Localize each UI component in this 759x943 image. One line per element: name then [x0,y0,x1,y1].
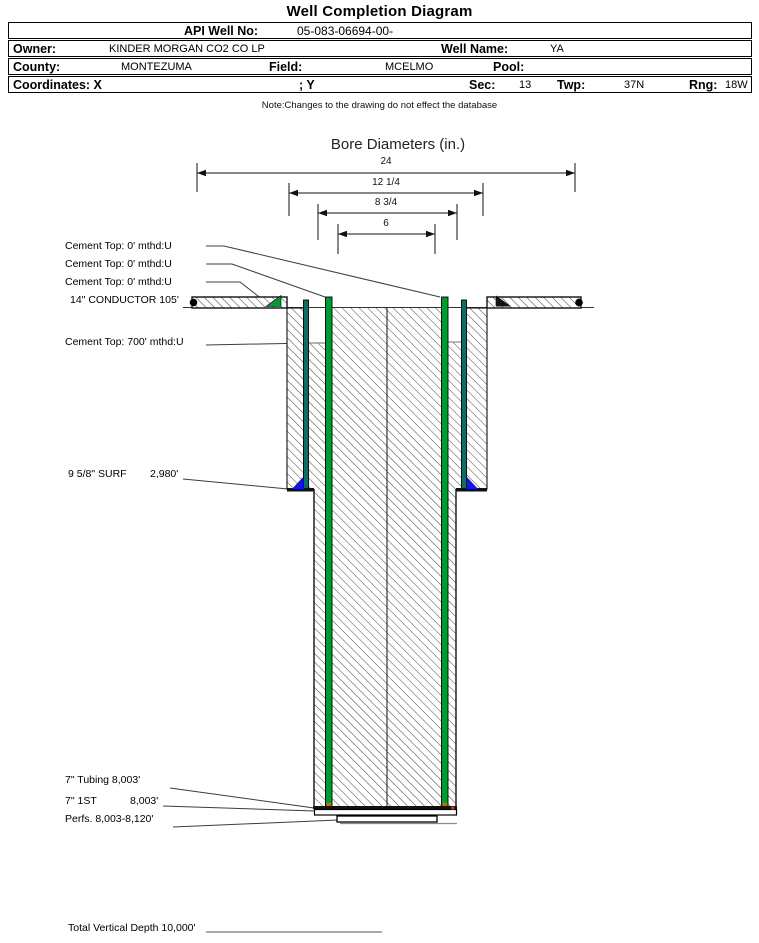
perfs-label: Perfs. 8,003-8,120' [65,813,154,825]
dim-label-8-3-4: 8 3/4 [371,197,401,208]
owner-value: KINDER MORGAN CO2 CO LP [109,43,265,55]
tubing-label: 7" Tubing 8,003' [65,774,141,786]
lower-annulus-right [448,489,456,806]
twp-label: Twp: [557,78,586,92]
bottom-red-mark [451,806,455,810]
outer-annulus-left [286,307,305,490]
surface-casing-shoe [287,476,487,492]
casing-tip-right [442,802,448,807]
dimension-12-1-4 [288,183,484,216]
well-name-value: YA [550,43,564,55]
cement-top-0-label-3: Cement Top: 0' mthd:U [65,276,172,288]
leader-cement-top-3 [206,281,268,304]
county-label: County: [13,60,61,74]
flange-cap-right [575,298,583,307]
rng-label: Rng: [689,78,718,92]
sec-value: 13 [519,79,532,91]
bore-hatch-regions [286,307,488,808]
pool-label: Pool: [493,60,525,74]
surface-casing-line-right [461,299,467,490]
leader-cement-top-1 [206,245,441,298]
outer-annulus-right [465,307,488,490]
api-well-no-label: API Well No: [184,24,259,38]
first-casing-label: 7" 1ST [65,795,97,807]
tvd-label: Total Vertical Depth 10,000' [68,922,196,934]
bore-bottom-edge [313,806,457,809]
surface-casing-line-left [303,299,309,490]
field-label: Field: [269,60,303,74]
leader-perfs [172,819,339,828]
table-row-county: County: MONTEZUMA Field: MCELMO Pool: [8,58,752,75]
production-casing-line-right [441,296,449,807]
conductor-flange [189,294,583,309]
bore-diameters-title: Bore Diameters (in.) [330,136,466,153]
cement-top-0-label-2: Cement Top: 0' mthd:U [65,258,172,270]
table-row-coordinates: Coordinates: X ; Y Sec: 13 Twp: 37N Rng:… [8,76,752,93]
cement-annulus-right [447,342,462,489]
rng-value: 18W [725,79,748,91]
shoe-marker-left [292,476,304,489]
twp-value: 37N [624,79,645,91]
leader-first-casing [162,805,316,812]
shoe-step-right [456,488,487,492]
dimension-8-3-4 [317,204,458,240]
database-note: Note:Changes to the drawing do not effec… [261,100,498,111]
coordinates-y-label: ; Y [299,78,315,92]
shoe-step-left [287,488,314,492]
dimension-6 [337,224,436,254]
leader-lines [162,245,441,933]
leader-surface-casing [182,478,289,490]
casing-tip-left [326,802,332,807]
page-title: Well Completion Diagram [286,3,473,20]
conductor-label: 14" CONDUCTOR 105' [70,294,179,306]
first-casing-depth: 8,003' [130,795,159,807]
owner-label: Owner: [13,42,57,56]
leader-tubing [169,787,315,809]
dim-label-12-1-4: 12 1/4 [369,177,403,188]
shoe-marker-right [466,476,478,489]
production-casing-line-left [325,296,333,807]
lower-annulus-left [314,489,326,806]
weld-marker-right [496,295,511,307]
flange-cap-left [189,298,198,307]
well-name-label: Well Name: [441,42,509,56]
weld-marker-left [265,294,282,307]
surface-casing-depth: 2,980' [150,468,179,480]
perforation-bar [336,815,438,823]
casing-shoe-bar [313,808,458,816]
table-row-owner: Owner: KINDER MORGAN CO2 CO LP Well Name… [8,40,752,57]
coordinates-label: Coordinates: X [13,78,102,92]
header-table: API Well No: 05-083-06694-00- Owner: KIN… [8,22,752,94]
field-value: MCELMO [385,61,434,73]
cement-annulus-left [308,343,326,489]
bore-bottom [313,802,458,825]
dim-label-6: 6 [380,218,392,229]
surface-casing-label: 9 5/8" SURF [68,468,127,480]
cement-top-0-label-1: Cement Top: 0' mthd:U [65,240,172,252]
cement-top-700-label: Cement Top: 700' mthd:U [65,336,184,348]
api-well-no-value: 05-083-06694-00- [297,24,394,38]
table-row-api: API Well No: 05-083-06694-00- [8,22,752,39]
leader-cement-top-2 [206,263,326,298]
sec-label: Sec: [469,78,496,92]
dim-label-24: 24 [377,156,395,167]
county-value: MONTEZUMA [121,61,192,73]
dimension-24 [196,163,576,192]
